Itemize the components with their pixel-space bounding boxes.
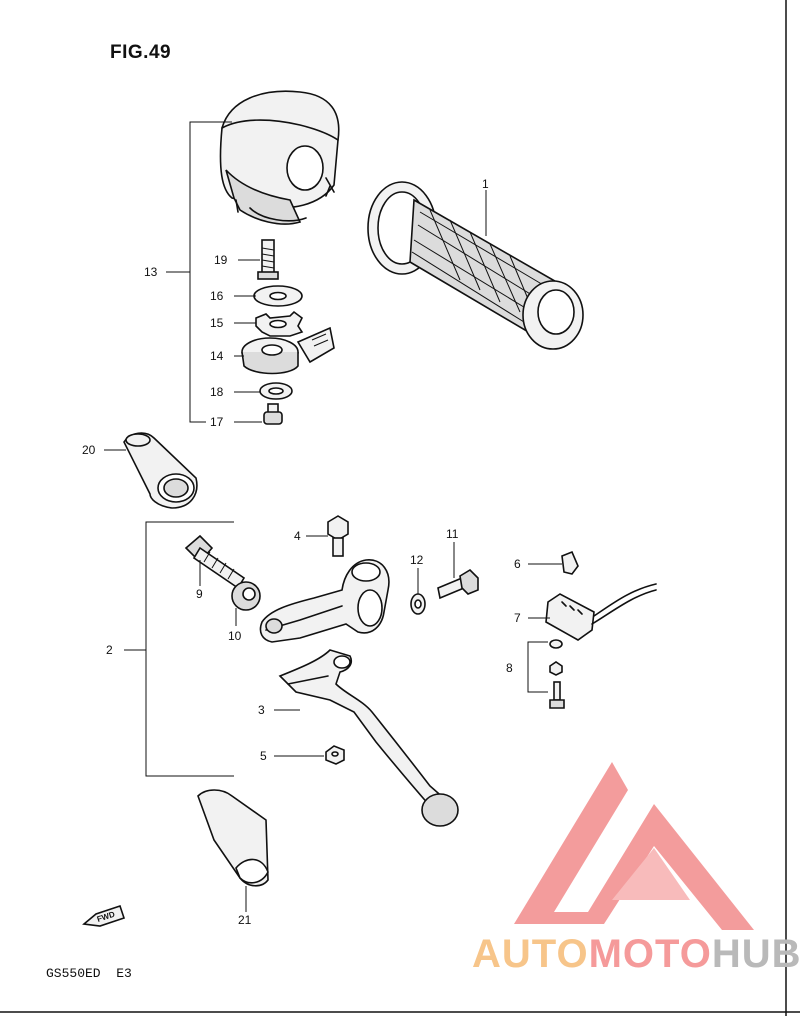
callout-1: 1	[482, 177, 489, 191]
callout-10: 10	[228, 629, 242, 643]
callout-13: 13	[144, 265, 158, 279]
part-5-nut	[325, 745, 345, 765]
callout-11: 11	[446, 527, 459, 541]
callout-14: 14	[210, 349, 224, 363]
model-code: GS550ED E3	[46, 966, 132, 981]
part-2-lever-holder	[259, 559, 390, 643]
watermark-auto: AUTO	[472, 932, 589, 976]
watermark-hub: HUB	[711, 932, 800, 976]
callout-6: 6	[514, 557, 521, 571]
watermark-wordmark: AUTOMOTOHUB	[472, 932, 800, 977]
part-16-washer	[253, 285, 303, 307]
part-3-clutch-lever	[278, 649, 459, 827]
callout-19: 19	[214, 253, 228, 267]
part-8-screw-set	[549, 639, 565, 709]
bracket-2	[145, 521, 234, 777]
callout-8: 8	[506, 661, 513, 675]
part-13-throttle-housing	[219, 90, 340, 225]
callout-labels: 1 2 3 4 5 6 7 8 9 10 11 12 13 14 15 16 1…	[82, 177, 521, 927]
part-9-adjuster-bolt	[184, 534, 246, 590]
part-12-washer	[410, 593, 426, 615]
part-20-boot	[123, 432, 198, 509]
callout-5: 5	[260, 749, 267, 763]
callout-21: 21	[238, 913, 252, 927]
callout-20: 20	[82, 443, 96, 457]
callout-18: 18	[210, 385, 224, 399]
callout-16: 16	[210, 289, 224, 303]
part-18-o-ring	[259, 382, 293, 400]
callout-4: 4	[294, 529, 301, 543]
callout-12: 12	[410, 553, 424, 567]
fwd-direction-arrow: FWD	[82, 904, 126, 927]
leader-lines	[104, 190, 562, 912]
part-10-lock-nut	[231, 581, 261, 611]
callout-2: 2	[106, 643, 113, 657]
part-1-grip	[367, 181, 584, 350]
callout-15: 15	[210, 316, 224, 330]
callout-9: 9	[196, 587, 203, 601]
part-6-clip	[561, 550, 579, 575]
callout-17: 17	[210, 415, 224, 429]
bracket-8	[527, 641, 548, 693]
figure-title: FIG.49	[110, 42, 172, 63]
watermark-moto: MOTO	[588, 932, 712, 976]
part-11-bolt	[437, 568, 479, 600]
part-19-screw	[257, 239, 279, 280]
part-15-lock-plate	[255, 310, 304, 337]
part-17-screw	[263, 403, 283, 425]
watermark-logo	[514, 762, 754, 930]
part-7-switch	[545, 583, 657, 641]
part-21-lever-cover	[197, 789, 269, 887]
callout-7: 7	[514, 611, 521, 625]
callout-3: 3	[258, 703, 265, 717]
part-4-pivot-bolt	[327, 515, 349, 557]
part-14-adjuster	[241, 326, 335, 375]
